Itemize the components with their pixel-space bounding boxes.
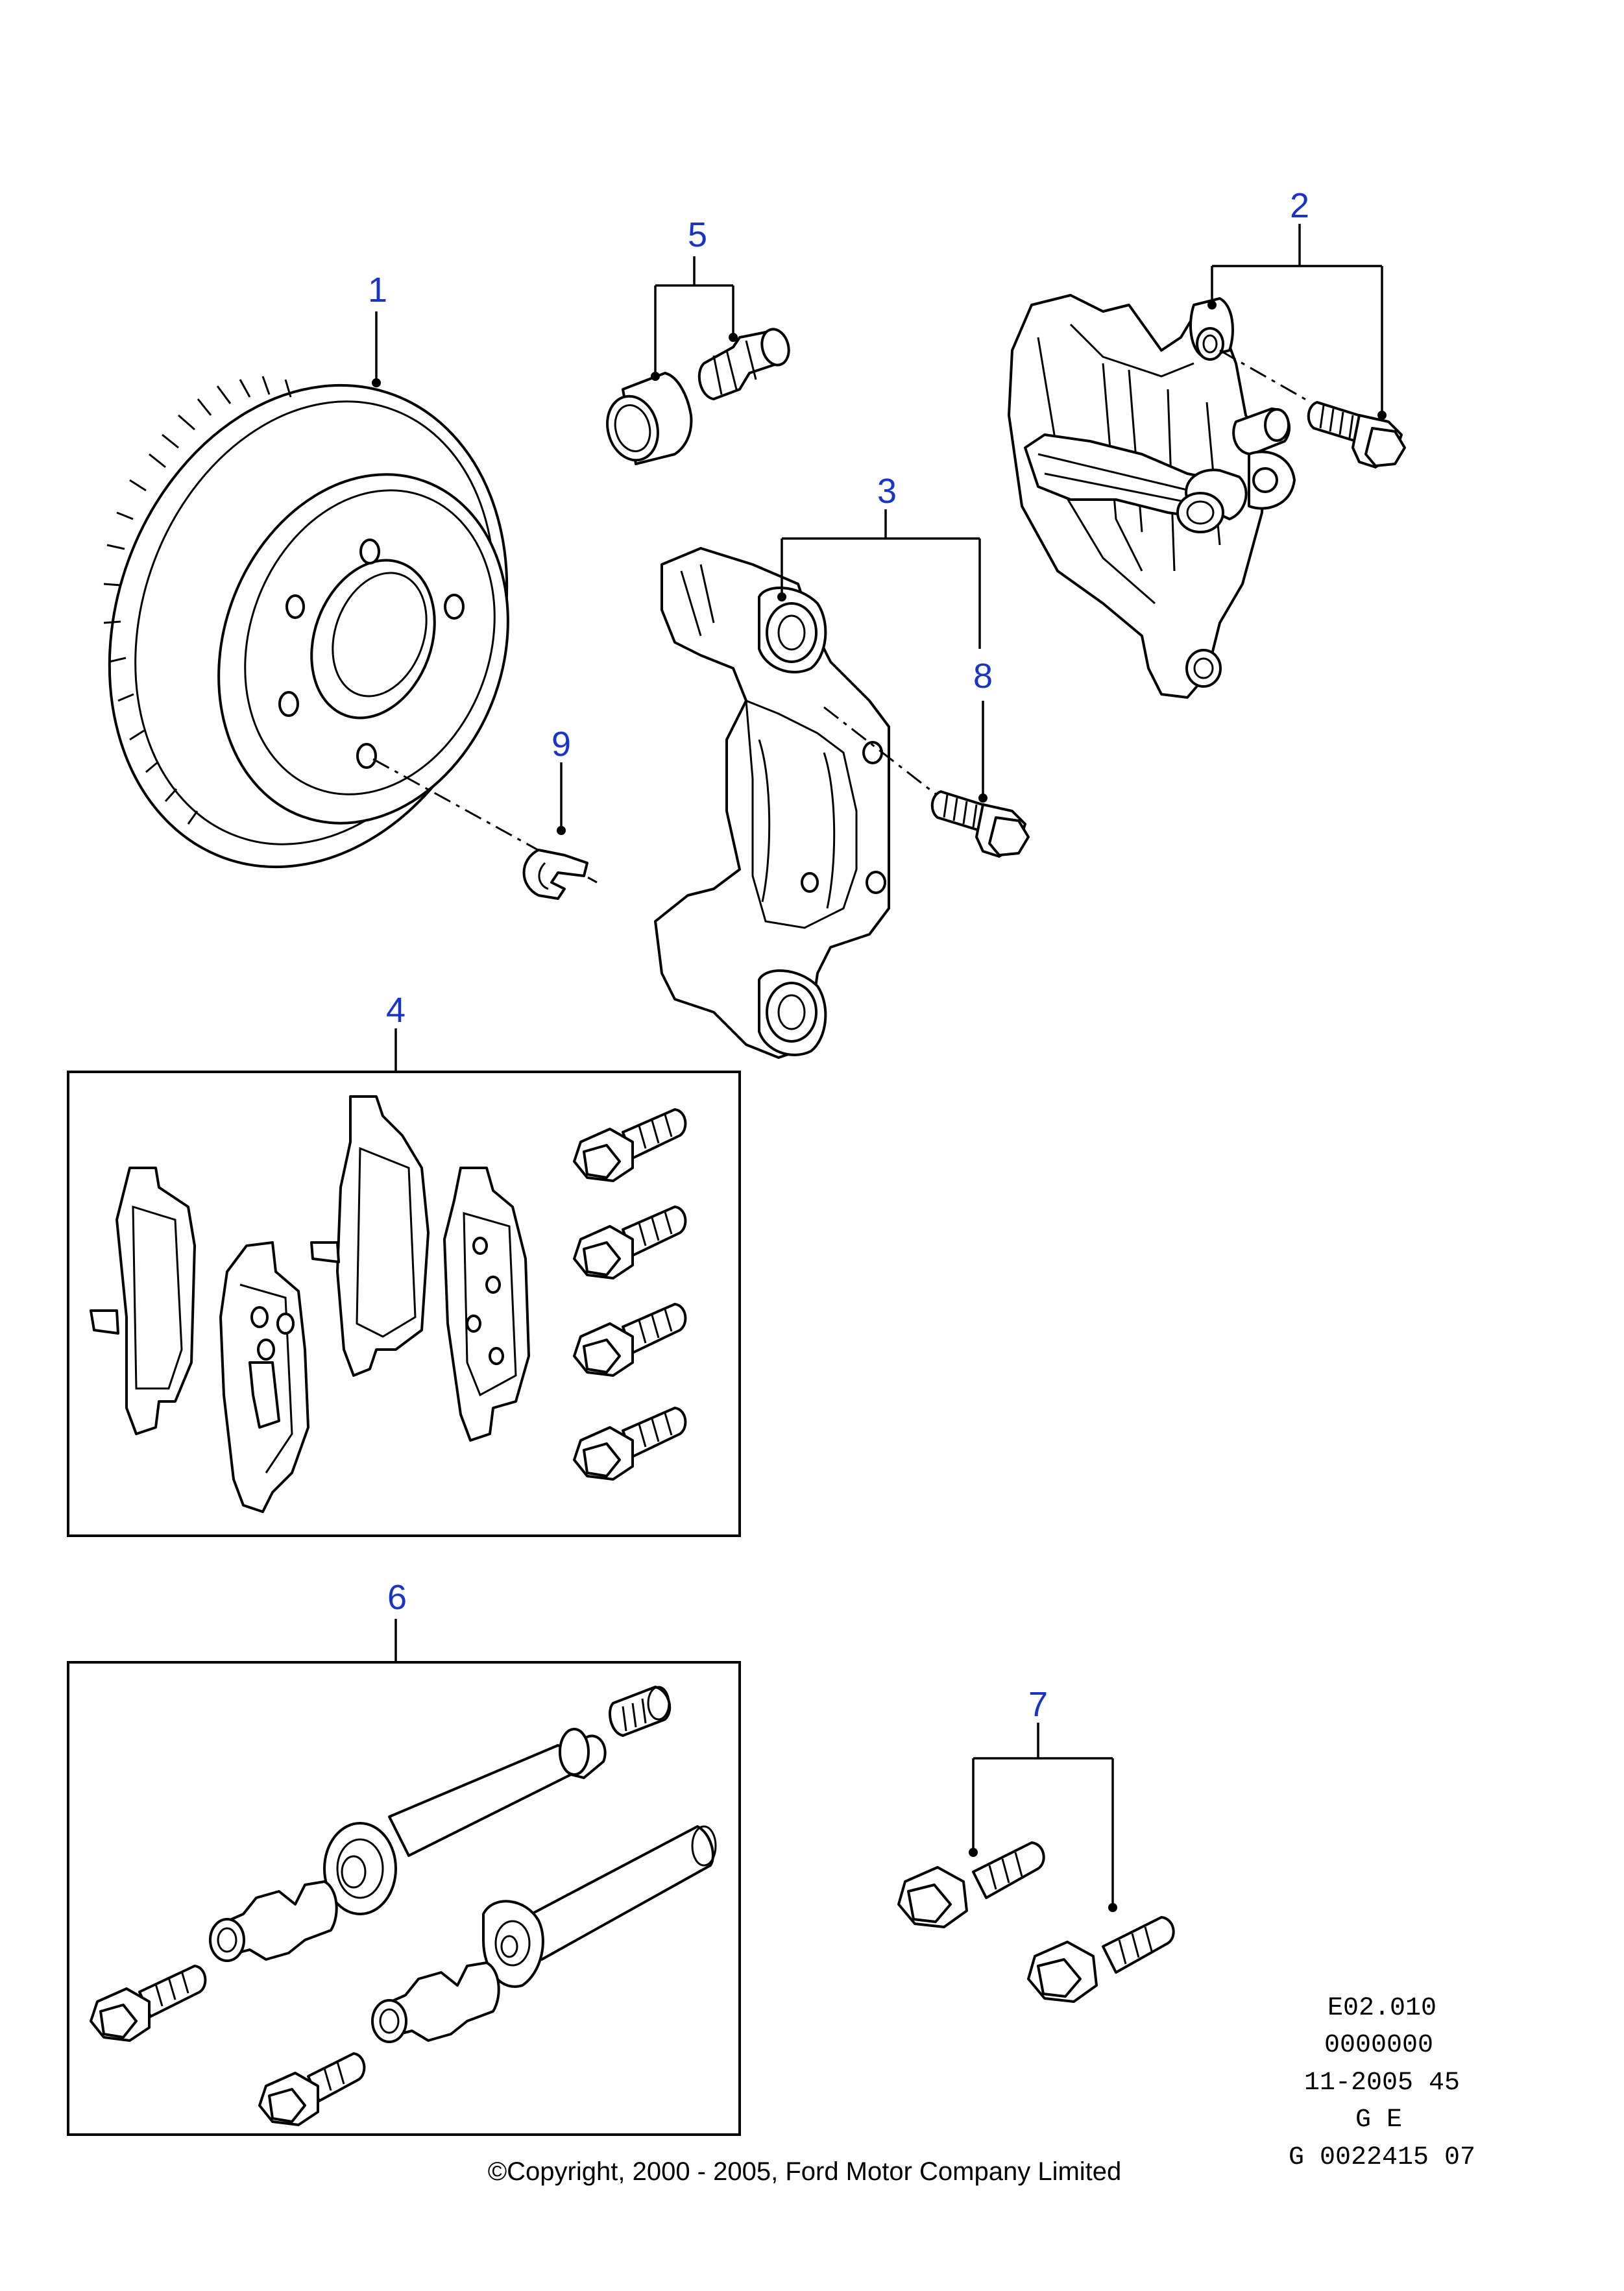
caliper-carrier-part-3 [654,547,941,1059]
callout-4: 4 [386,991,406,1030]
brake-disc-part-1 [103,376,598,884]
callout-7: 7 [1028,1685,1048,1724]
pad-bolt-2 [573,1206,687,1279]
bolts-part-7 [897,1841,1175,2003]
brake-pad-kit-part-4 [67,1071,741,1537]
brake-caliper-part-2 [1008,294,1311,699]
callout-3: 3 [877,472,897,511]
callout-6: 6 [387,1578,407,1617]
copyright-notice: ©Copyright, 2000 - 2005, Ford Motor Comp… [488,2157,1122,2186]
retaining-clip-part-9 [522,849,588,900]
callout-8: 8 [973,657,993,696]
code-line-4: G E [1355,2105,1402,2135]
leader-lines [372,224,1387,1912]
code-line-1: E02.010 [1327,1994,1436,2023]
bleed-screw-part-5 [606,328,790,465]
callout-5: 5 [688,215,707,254]
code-line-5: G 0022415 07 [1289,2143,1475,2172]
callout-2: 2 [1290,186,1309,225]
drawing-code-block: E02.010 0000000 11-2005 45 G E G 0022415… [1289,1994,1475,2172]
pad-bolt-4 [573,1407,687,1481]
callout-1: 1 [368,271,387,309]
code-line-2: 0000000 [1324,2031,1433,2060]
pad-bolt-3 [573,1303,687,1377]
pad-bolt-1 [573,1108,687,1182]
caliper-bolt-part-2 [1307,401,1406,468]
code-line-3: 11-2005 45 [1304,2068,1460,2098]
callout-9: 9 [551,725,571,764]
carrier-bolt-part-8 [930,790,1030,858]
guide-pin-kit-part-6 [67,1661,741,2136]
